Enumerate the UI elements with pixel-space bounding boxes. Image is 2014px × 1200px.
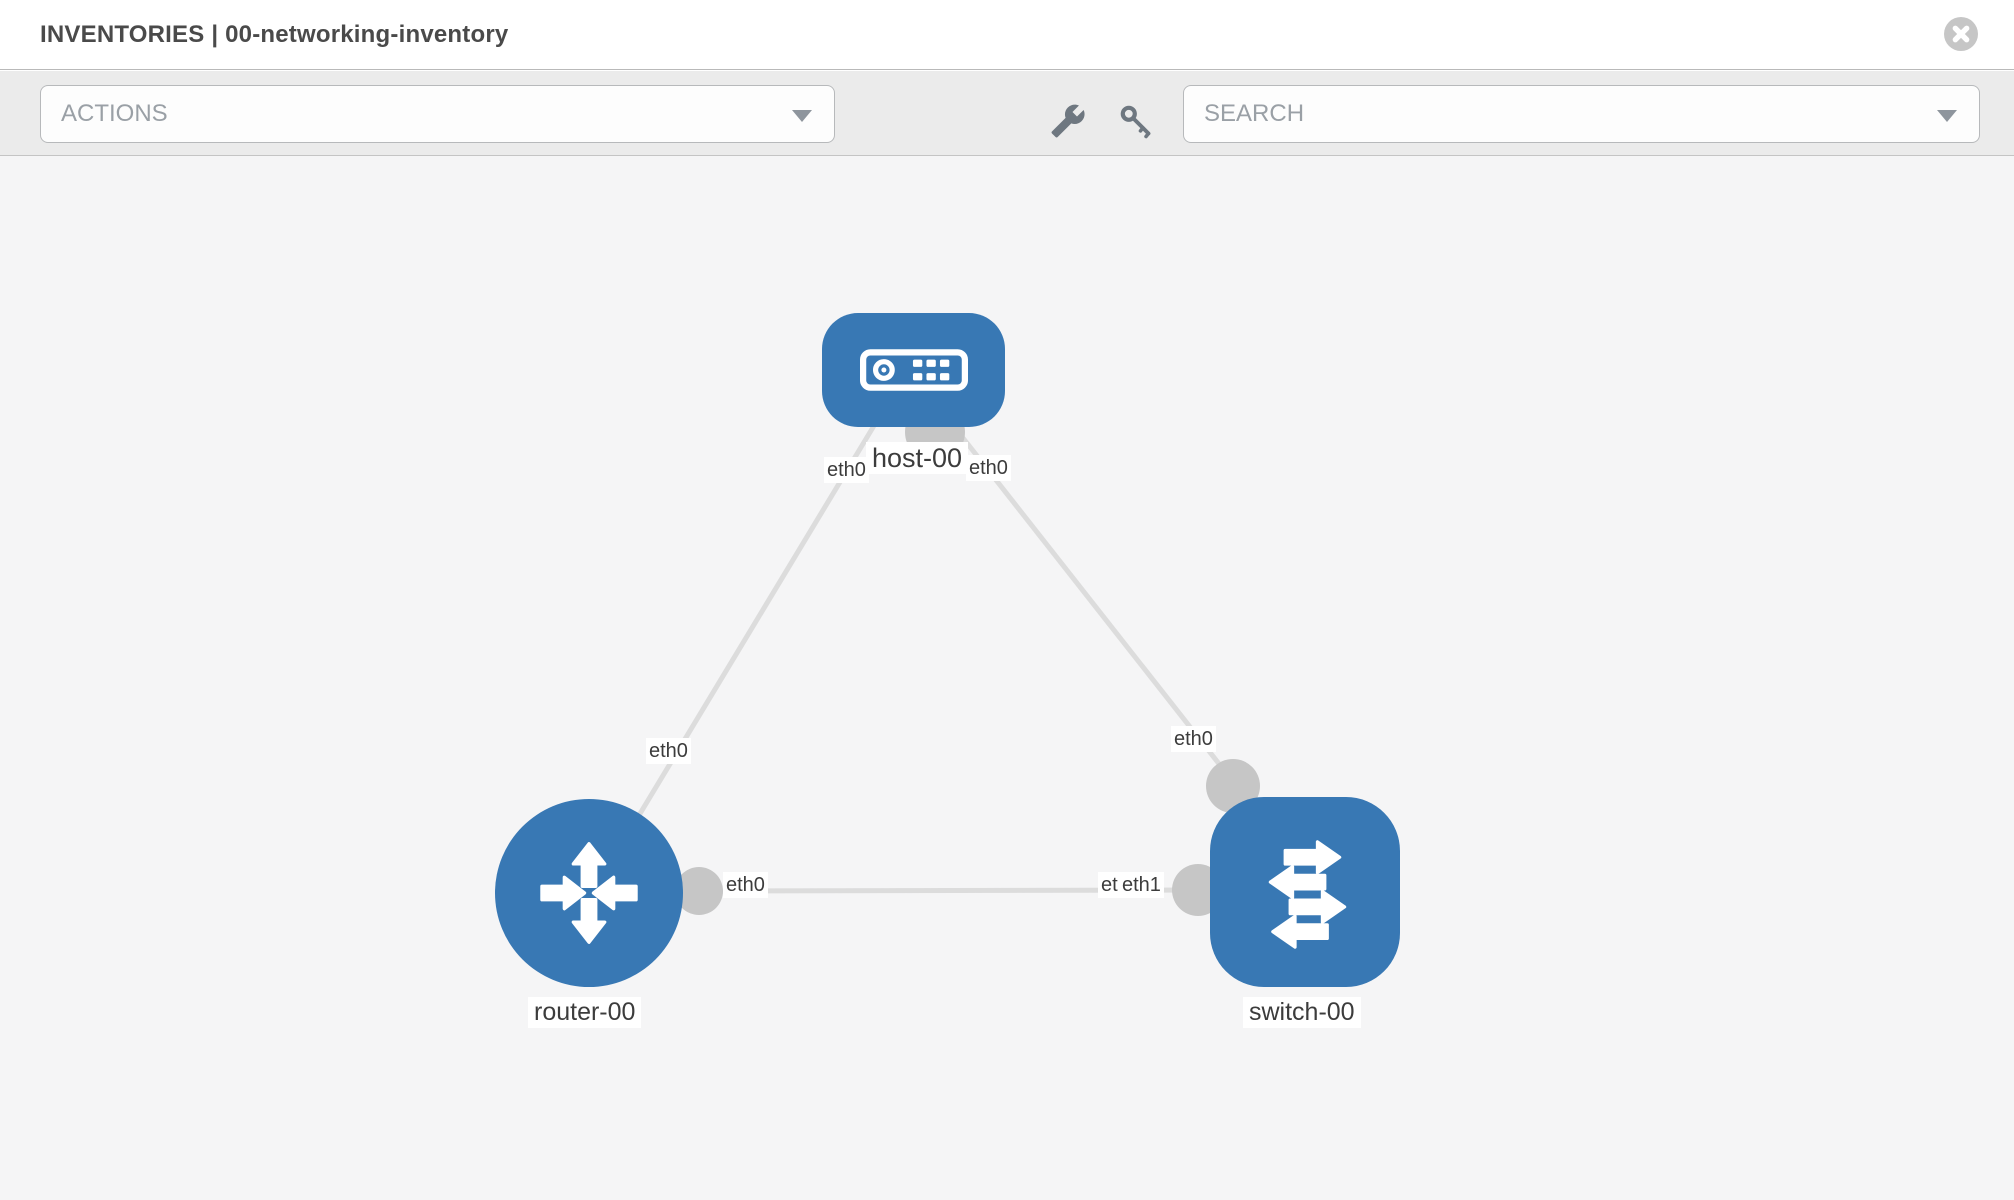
node-label-host: host-00 bbox=[866, 442, 969, 474]
search-dropdown-label: SEARCH bbox=[1204, 100, 1305, 127]
router-icon bbox=[540, 842, 638, 944]
interface-label-switch-eth0-diag: eth0 bbox=[1171, 726, 1216, 752]
topology-canvas[interactable]: host-00 router-00 switch-00 eth0 eth0 et… bbox=[0, 156, 2014, 1200]
interface-label-router-eth0-diag: eth0 bbox=[646, 738, 691, 764]
links-layer bbox=[597, 402, 1262, 916]
actions-dropdown-label: ACTIONS bbox=[61, 100, 168, 127]
key-icon bbox=[1120, 105, 1151, 138]
host-icon bbox=[859, 349, 968, 391]
page-title: INVENTORIES | 00-networking-inventory bbox=[40, 21, 509, 48]
search-dropdown[interactable]: SEARCH bbox=[1183, 85, 1980, 143]
configure-button[interactable] bbox=[1048, 102, 1088, 142]
node-switch-00[interactable] bbox=[1210, 797, 1400, 987]
port-circle-router bbox=[675, 867, 723, 915]
toolbar: ACTIONS SEARCH bbox=[0, 71, 2014, 156]
actions-dropdown[interactable]: ACTIONS bbox=[40, 85, 835, 143]
switch-icon bbox=[1268, 840, 1347, 949]
chevron-down-icon bbox=[792, 110, 812, 122]
wrench-icon bbox=[1051, 104, 1085, 137]
link-host-switch[interactable] bbox=[950, 422, 1262, 818]
interface-label-host-eth0-left: eth0 bbox=[824, 457, 869, 483]
interface-label-router-eth0-horiz: eth0 bbox=[723, 872, 768, 898]
interface-label-host-eth0-right: eth0 bbox=[966, 455, 1011, 481]
node-host-00[interactable] bbox=[822, 313, 1005, 427]
close-icon bbox=[1944, 17, 1978, 51]
node-router-00[interactable] bbox=[495, 799, 683, 987]
interface-label-switch-eth1: eth1 bbox=[1119, 872, 1164, 898]
node-label-router: router-00 bbox=[528, 997, 642, 1028]
header-bar: INVENTORIES | 00-networking-inventory bbox=[0, 0, 2014, 70]
link-host-router[interactable] bbox=[597, 422, 878, 882]
node-label-switch: switch-00 bbox=[1243, 997, 1361, 1028]
key-button[interactable] bbox=[1116, 102, 1156, 142]
chevron-down-icon bbox=[1937, 110, 1957, 122]
close-button[interactable] bbox=[1944, 17, 1978, 51]
